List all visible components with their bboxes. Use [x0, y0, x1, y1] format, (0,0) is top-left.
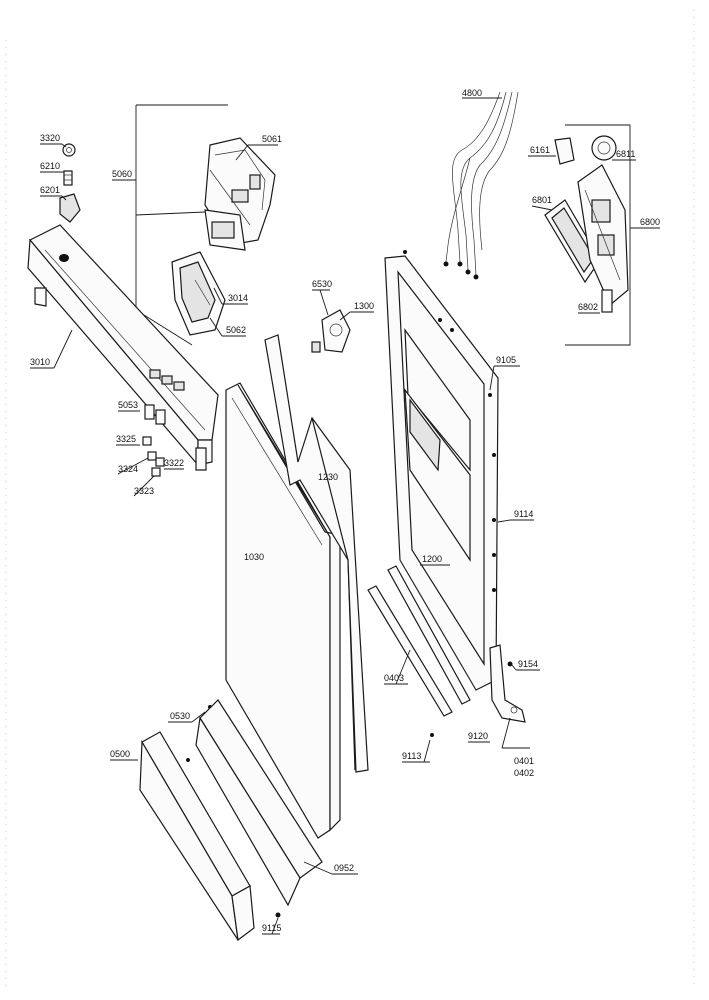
label-6530: 6530 [312, 279, 332, 289]
label-9120: 9120 [468, 731, 488, 741]
bracket-6800 [565, 124, 631, 346]
label-1300: 1300 [354, 301, 374, 311]
label-3014: 3014 [228, 293, 248, 303]
button-3325 [142, 436, 152, 446]
label-5060: 5060 [112, 169, 132, 179]
seal-6811 [591, 135, 617, 161]
label-6802: 6802 [578, 302, 598, 312]
label-9113: 9113 [402, 751, 421, 761]
label-1230: 1230 [318, 472, 338, 482]
bracket-5060-mid [135, 211, 206, 216]
label-4800: 4800 [462, 88, 482, 98]
label-9154: 9154 [518, 659, 538, 669]
label-0403: 0403 [384, 673, 404, 683]
label-0500: 0500 [110, 749, 130, 759]
button-3322 [155, 457, 165, 467]
label-1200: 1200 [422, 554, 442, 564]
label-9114: 9114 [514, 509, 533, 519]
label-3324: 3324 [118, 464, 138, 474]
label-5053: 5053 [118, 400, 138, 410]
label-6210: 6210 [40, 161, 60, 171]
spring-6210 [63, 170, 73, 186]
bottom-trim-0530 [195, 699, 323, 907]
label-9115: 9115 [262, 923, 281, 933]
module-3014 [204, 209, 246, 251]
outer-door-1030 [225, 382, 341, 839]
label-0402: 0402 [514, 768, 534, 778]
leader-lines [30, 97, 660, 935]
label-3325: 3325 [116, 434, 136, 444]
insulation-1230 [264, 334, 369, 773]
control-panel-3010 [27, 224, 219, 471]
label-9105: 9105 [496, 355, 516, 365]
label-3323: 3323 [134, 486, 154, 496]
panel-knob-hole [59, 254, 69, 262]
kick-plate-0500 [139, 731, 255, 942]
label-6201: 6201 [40, 185, 60, 195]
label-6801: 6801 [532, 195, 552, 205]
display-5062 [171, 251, 226, 336]
inner-door-1200 [384, 255, 499, 691]
label-0530: 0530 [170, 711, 190, 721]
button-3324 [147, 451, 157, 461]
label-3010: 3010 [30, 357, 50, 367]
label-5061: 5061 [262, 134, 282, 144]
label-1030: 1030 [244, 552, 264, 562]
part-6530 [311, 309, 351, 353]
label-3320: 3320 [40, 133, 60, 143]
wire-harness-4800 [443, 91, 519, 280]
label-0952: 0952 [334, 863, 354, 873]
button-strip-5053 [144, 404, 166, 425]
hinge-9120 [489, 644, 526, 723]
part-number-labels: 4800 3320 6210 6201 5061 5060 6161 6811 … [30, 88, 660, 933]
label-5062: 5062 [226, 325, 246, 335]
part-6802 [601, 289, 613, 313]
label-6811: 6811 [616, 149, 635, 159]
switch-6201 [59, 193, 81, 223]
cap-6161 [554, 137, 575, 165]
button-3323 [151, 467, 161, 477]
detergent-dispenser-6800 [577, 164, 629, 306]
label-3322: 3322 [164, 458, 184, 468]
label-6800: 6800 [640, 217, 660, 227]
label-6161: 6161 [530, 145, 550, 155]
label-0401: 0401 [514, 756, 534, 766]
